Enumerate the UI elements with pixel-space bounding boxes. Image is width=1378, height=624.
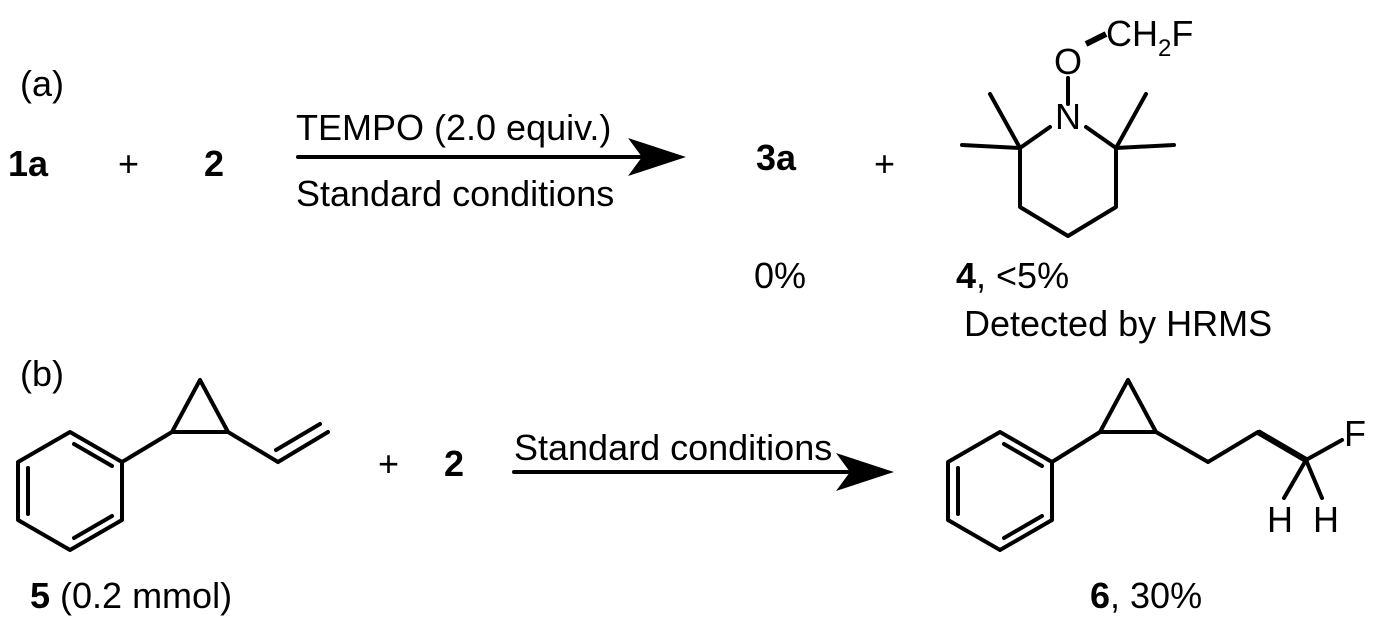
arrow-head-a	[628, 138, 686, 176]
arrow-condition-top-b: Standard conditions	[514, 427, 833, 468]
piperidine-ring-bonds	[1018, 125, 1118, 238]
benzene-inner-bond-5b	[72, 514, 114, 540]
reactant-5-amount: (0.2 mmol)	[50, 575, 233, 616]
phenyl-cyclopropyl-bond-6	[1050, 430, 1102, 464]
part-b-label: (b)	[20, 353, 64, 394]
benzene-ring-5	[16, 430, 124, 552]
fluorine-atom-6: F	[1344, 413, 1366, 454]
plus-sign-a2: +	[874, 143, 896, 184]
arrow-condition-top-a: TEMPO (2.0 equiv.)	[296, 107, 612, 148]
product-6-caption: 6, 30%	[1090, 578, 1202, 614]
reactant-1a: 1a	[8, 143, 49, 184]
phenyl-cyclopropyl-bond-5	[120, 430, 174, 464]
ch2f-group: CH2F	[1106, 13, 1193, 62]
arrow-head-b	[836, 453, 894, 491]
hydrogen-atom-6b: H	[1313, 499, 1339, 540]
reactant-2-b: 2	[444, 443, 465, 484]
hydrogen-atom-6a: H	[1267, 499, 1293, 540]
part-a-label: (a)	[20, 63, 64, 104]
arrow-condition-bottom-a: Standard conditions	[296, 173, 615, 214]
product-4-note: Detected by HRMS	[964, 303, 1273, 344]
cyclopropane-ring-5	[170, 378, 230, 434]
reaction-arrow-b	[512, 453, 894, 491]
product-4-caption: 4, <5%	[956, 258, 1069, 294]
product-3a: 3a	[756, 137, 797, 178]
methyl-bond-left-2	[988, 92, 1022, 150]
c-h-bond-right	[1304, 458, 1324, 500]
benzene-ring-6	[946, 430, 1054, 552]
c-f-bond	[1304, 438, 1344, 462]
product-6-id: 6	[1090, 575, 1111, 616]
benzene-inner-bond-5a	[72, 442, 114, 468]
new-cc-bond-highlight	[1256, 429, 1308, 463]
compound-6-structure: F H H	[946, 378, 1366, 552]
nitrogen-atom: N	[1055, 96, 1081, 137]
c-h-bond-left	[1282, 458, 1308, 500]
benzene-inner-bond-6b	[1002, 514, 1044, 540]
product-4-yield: , <5%	[976, 255, 1070, 296]
plus-sign-b: +	[378, 443, 400, 484]
plus-sign-a1: +	[118, 143, 140, 184]
methyl-bond-right-2	[1114, 92, 1148, 150]
o-ch2f-bond-highlight	[1084, 31, 1108, 47]
ch2f-ch: CH	[1106, 13, 1158, 54]
vinyl-bond-double-1	[276, 430, 330, 464]
alkyl-chain-bonds	[1154, 430, 1260, 464]
compound-5-structure	[16, 378, 330, 552]
methyl-bond-right-1	[1114, 143, 1176, 150]
reactant-5-caption: 5 (0.2 mmol)	[30, 578, 232, 614]
benzene-inner-bond-6a	[1002, 442, 1044, 468]
reactant-2-a: 2	[204, 143, 225, 184]
reactant-5-id: 5	[30, 575, 51, 616]
reaction-arrow-a	[296, 138, 686, 176]
compound-4-structure: N O CH2F	[960, 13, 1193, 238]
vinyl-bond-single	[226, 430, 280, 464]
product-6-yield: , 30%	[1110, 575, 1203, 616]
product-3a-yield: 0%	[754, 255, 807, 296]
ch2f-subscript: 2	[1158, 35, 1171, 62]
vinyl-bond-double-2	[274, 422, 322, 452]
ch2f-f: F	[1171, 13, 1193, 54]
product-4-id: 4	[956, 255, 977, 296]
methyl-bond-left-1	[960, 143, 1022, 150]
cyclopropane-ring-6	[1098, 378, 1158, 434]
oxygen-atom: O	[1054, 41, 1082, 82]
